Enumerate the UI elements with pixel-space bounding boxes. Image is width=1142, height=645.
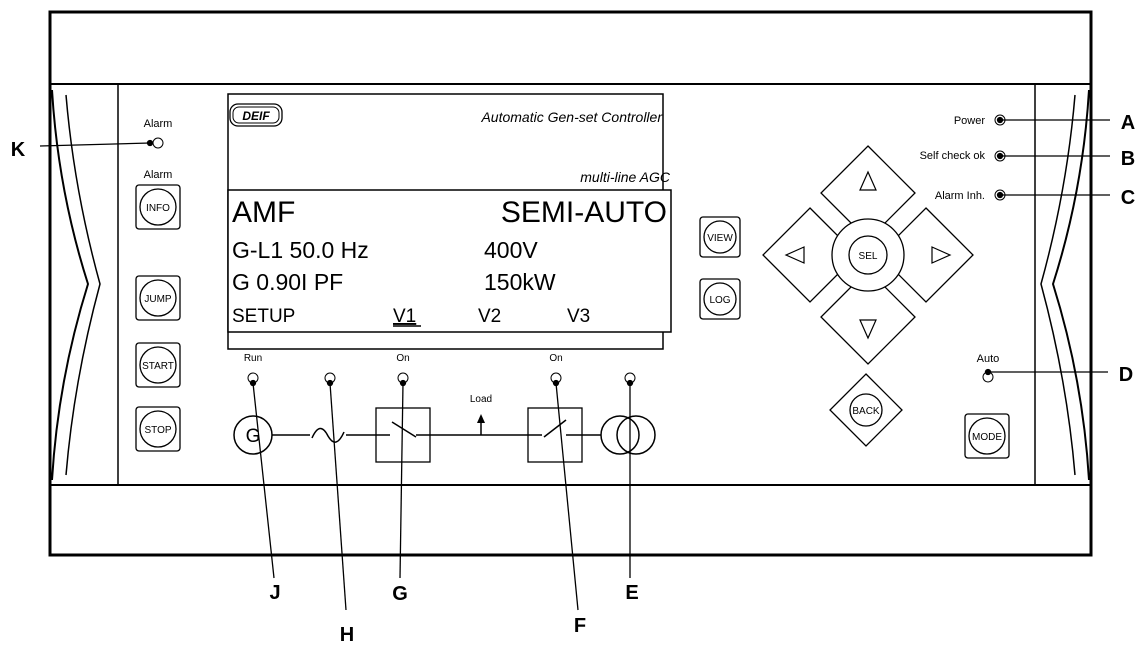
controller-subtitle: multi-line AGC [580, 169, 671, 185]
jump-button-label: JUMP [144, 294, 172, 305]
mode-button-label: MODE [972, 432, 1002, 443]
callouts [39, 116, 1110, 611]
arrow-down-icon [859, 319, 877, 340]
mains-breaker-on-label: On [549, 353, 562, 364]
power-led-label: Power [954, 115, 986, 127]
menu-item-v1: V1 [393, 306, 416, 327]
jump-button[interactable]: JUMP [135, 275, 181, 321]
display-mode-right: SEMI-AUTO [501, 196, 667, 229]
sel-button[interactable]: SEL [831, 218, 905, 292]
run-led-label: Run [244, 353, 262, 364]
load-label: Load [470, 394, 492, 405]
callout-letters: A B C D E F G H J K [11, 112, 1135, 645]
callout-a: A [1121, 112, 1135, 134]
menu-item-v2: V2 [478, 306, 501, 327]
back-button-label: BACK [852, 406, 880, 417]
alarm-inhibit-led-label: Alarm Inh. [935, 190, 985, 202]
sel-button-label: SEL [859, 251, 878, 262]
mimic-leds: Run On On [244, 353, 636, 384]
controller-title: Automatic Gen-set Controller [480, 109, 663, 125]
arrow-left-icon [784, 246, 805, 264]
display-line2-left: G-L1 50.0 Hz [232, 237, 369, 263]
display-line3-right: 150kW [484, 269, 556, 295]
menu-item-v3: V3 [567, 306, 590, 327]
navigation-pad: SEL BACK [762, 145, 974, 447]
alarm-led [152, 137, 164, 149]
arrow-up-icon [859, 170, 877, 191]
display-mode-left: AMF [232, 196, 295, 229]
callout-h: H [340, 624, 354, 645]
callout-d: D [1119, 364, 1133, 386]
display-line2-right: 400V [484, 237, 538, 263]
stop-button[interactable]: STOP [135, 406, 181, 452]
nav-down-button[interactable] [820, 269, 916, 365]
view-button[interactable]: VIEW [699, 216, 741, 258]
generator-label: G [246, 426, 261, 447]
self-check-led-label: Self check ok [920, 150, 986, 162]
callout-e: E [625, 582, 638, 604]
callout-j: J [269, 582, 280, 604]
info-button-label: INFO [146, 203, 170, 214]
deif-logo: DEIF [242, 109, 270, 123]
alarm-led-label: Alarm [144, 118, 173, 130]
callout-c: C [1121, 187, 1135, 209]
load-arrow-icon [477, 414, 485, 423]
mains-transformer-symbol [600, 415, 640, 455]
ac-wave-icon [311, 427, 345, 443]
alarm-button-label: Alarm [144, 169, 173, 181]
callout-f: F [574, 615, 586, 637]
left-controls: Alarm Alarm INFO JUMP START STOP [135, 118, 181, 452]
menu-item-setup: SETUP [232, 306, 295, 327]
stop-button-label: STOP [144, 425, 171, 436]
housing [48, 10, 1093, 557]
back-button[interactable]: BACK [829, 373, 903, 447]
callout-g: G [392, 583, 408, 605]
auto-led-label: Auto [977, 353, 1000, 365]
info-button[interactable]: INFO [135, 184, 181, 230]
arrow-right-icon [931, 246, 952, 264]
callout-b: B [1121, 148, 1135, 170]
callout-k: K [11, 139, 26, 161]
start-button-label: START [142, 361, 174, 372]
view-button-label: VIEW [707, 233, 733, 244]
gen-breaker-on-label: On [396, 353, 409, 364]
mimic-diagram: G Load [233, 394, 656, 463]
lcd-screen [227, 189, 672, 333]
display-panel: DEIF Automatic Gen-set Controller multi-… [227, 93, 672, 350]
start-button[interactable]: START [135, 342, 181, 388]
log-button[interactable]: LOG [699, 278, 741, 320]
status-leds-right: Power Self check ok Alarm Inh. Auto [920, 114, 1006, 383]
display-line3-left: G 0.90I PF [232, 269, 343, 295]
mode-button[interactable]: MODE [964, 413, 1010, 459]
log-button-label: LOG [709, 295, 730, 306]
